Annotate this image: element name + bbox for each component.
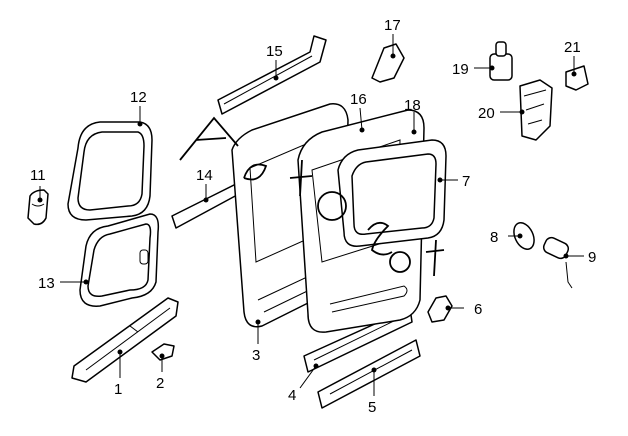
- callout-6: 6: [474, 301, 482, 318]
- callout-labels: 1 2 3 4 5 6 7 8 9 11 12 13 14 15 16 17 1…: [30, 17, 596, 416]
- callout-15: 15: [266, 43, 283, 60]
- callout-12: 12: [130, 89, 147, 106]
- handle-cover: [27, 189, 49, 226]
- door-bracket: [427, 295, 453, 323]
- key-lock-cylinder: [542, 236, 573, 289]
- window-seal-frame: [67, 121, 153, 221]
- callout-7: 7: [462, 173, 470, 190]
- door-latch-mechanism: [519, 79, 553, 141]
- sliding-window-assembly: [337, 139, 447, 247]
- callout-17: 17: [384, 17, 401, 34]
- callout-21: 21: [564, 39, 581, 56]
- callout-4: 4: [288, 387, 296, 404]
- mount-bracket: [371, 43, 405, 83]
- callout-2: 2: [156, 375, 164, 392]
- callout-20: 20: [478, 105, 495, 122]
- callout-9: 9: [588, 249, 596, 266]
- upper-rail: [217, 35, 327, 115]
- callout-18: 18: [404, 97, 421, 114]
- kick-plate: [317, 339, 421, 409]
- callout-3: 3: [252, 347, 260, 364]
- handle-escutcheon: [513, 222, 535, 250]
- callout-5: 5: [368, 399, 376, 416]
- callout-leaders: [37, 34, 584, 396]
- callout-16: 16: [350, 91, 367, 108]
- watermark: [179, 116, 445, 277]
- callout-8: 8: [490, 229, 498, 246]
- callout-11: 11: [30, 167, 46, 184]
- callout-19: 19: [452, 61, 469, 78]
- retaining-clip: [151, 343, 175, 361]
- sill-trim-strip: [71, 297, 179, 383]
- quarter-window: [79, 213, 160, 307]
- lock-cylinder: [489, 41, 513, 81]
- callout-1: 1: [114, 381, 122, 398]
- callout-13: 13: [38, 275, 55, 292]
- latch-cap: [565, 65, 589, 91]
- callout-14: 14: [196, 167, 213, 184]
